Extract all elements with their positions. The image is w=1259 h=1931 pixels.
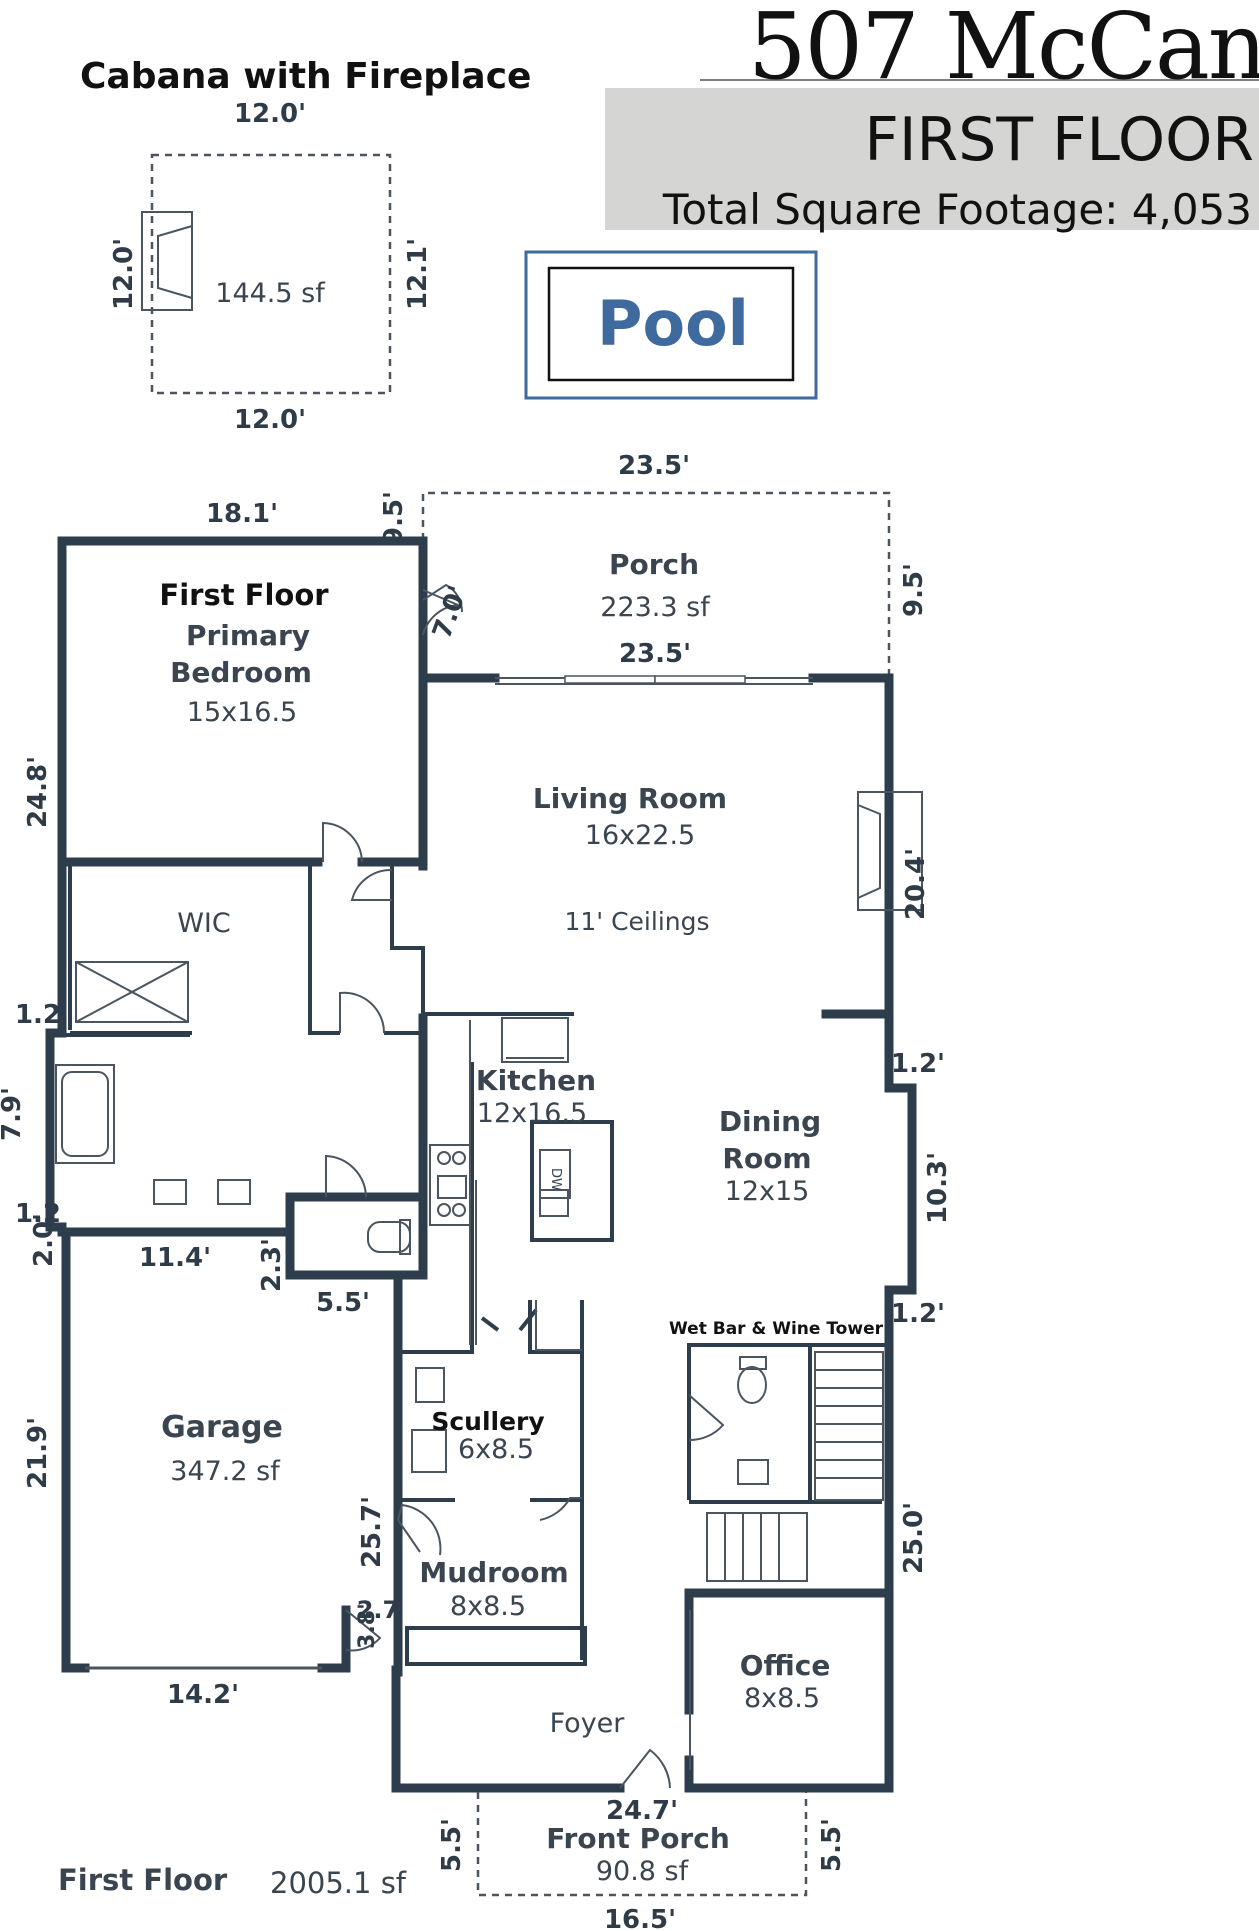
dim-bath-width: 11.4' (139, 1243, 211, 1273)
porch-dim-top: 23.5' (618, 451, 690, 481)
foyer-name: Foyer (550, 1708, 626, 1739)
cabana-dim-top: 12.0' (234, 99, 306, 129)
fixtures (55, 791, 923, 1666)
dining-room-size: 12x15 (725, 1176, 810, 1207)
front-porch-outline (476, 1792, 808, 1897)
mudroom-size: 8x8.5 (450, 1591, 526, 1622)
primary-bedroom-line3: Bedroom (170, 656, 312, 689)
front-porch-area: 90.8 sf (596, 1856, 690, 1887)
porch-outline (421, 491, 891, 675)
scullery-name: Scullery (431, 1407, 544, 1436)
kitchen-size: 12x16.5 (477, 1098, 587, 1129)
mudroom-name: Mudroom (419, 1556, 568, 1589)
porch-sliding-doors (495, 675, 813, 685)
garage-area: 347.2 sf (170, 1456, 281, 1487)
dim-bath-step: 2.3' (257, 1238, 287, 1292)
footer-floor-label: First Floor (58, 1863, 228, 1897)
title-banner (605, 88, 1259, 230)
total-square-footage: Total Square Footage: 4,053 (662, 185, 1252, 234)
office-size: 8x8.5 (744, 1683, 820, 1714)
door-swings (322, 583, 725, 1789)
garage-name: Garage (161, 1410, 283, 1445)
living-room-size: 16x22.5 (585, 820, 695, 851)
dim-left-2-0: 2.0' (29, 1213, 59, 1267)
front-porch-dim-right: 5.5' (817, 1818, 847, 1872)
dim-small-2-7: 2.7 (357, 1596, 400, 1624)
cabana-dim-bottom: 12.0' (234, 405, 306, 435)
dim-bedroom-door: 7.0' (427, 582, 474, 643)
footer-area: 2005.1 sf (270, 1866, 407, 1900)
front-porch-dim-width: 24.7' (606, 1796, 678, 1826)
porch-area: 223.3 sf (600, 592, 711, 623)
wet-bar-label: Wet Bar & Wine Tower (669, 1319, 884, 1339)
dim-left-bedroom: 24.8' (23, 756, 53, 828)
cabana-dim-right: 12.1' (403, 238, 433, 310)
front-porch-name: Front Porch (546, 1822, 730, 1855)
dining-room-line1: Dining (719, 1105, 821, 1138)
dim-right-living: 20.4' (901, 848, 931, 920)
interior-walls (57, 536, 894, 1793)
dim-mudroom-side: 25.7' (357, 1496, 387, 1568)
porch-dim-inner: 23.5' (619, 639, 691, 669)
front-porch-dim-bottom: 16.5' (604, 1905, 676, 1931)
living-room-name: Living Room (533, 782, 727, 815)
cabana-fireplace-icon (141, 211, 193, 311)
cabana-outline (150, 153, 392, 395)
dim-left-1-2-a: 1.2 (15, 1000, 61, 1030)
floor-title: FIRST FLOOR (864, 105, 1254, 175)
cabana-area: 144.5 sf (215, 278, 326, 309)
dining-room-line2: Room (722, 1142, 811, 1175)
dim-garage-depth: 21.9' (23, 1417, 53, 1489)
dishwasher-label: DW (548, 1168, 563, 1191)
property-address: 507 McCants (748, 0, 1259, 100)
cabana-title: Cabana with Fireplace (80, 56, 531, 97)
pool-label: Pool (597, 287, 749, 360)
dim-bedroom-width: 18.1' (206, 499, 278, 529)
pool-graphic (524, 250, 818, 400)
dim-step-width: 5.5' (316, 1288, 370, 1318)
front-porch-dim-left: 5.5' (437, 1818, 467, 1872)
living-room-note: 11' Ceilings (564, 907, 709, 936)
dim-garage-width: 14.2' (167, 1680, 239, 1710)
dim-left-bath: 7.9' (0, 1087, 27, 1141)
scullery-size: 6x8.5 (458, 1434, 534, 1465)
dim-right-dining: 10.3' (923, 1152, 953, 1224)
exterior-walls (45, 536, 917, 1793)
office-name: Office (740, 1649, 831, 1682)
cabana-dim-left: 12.0' (109, 238, 139, 310)
wic-label: WIC (177, 908, 231, 939)
porch-name: Porch (609, 548, 699, 581)
dim-right-1-2-b: 1.2' (891, 1299, 945, 1329)
primary-bedroom-line1: First Floor (159, 578, 329, 612)
porch-dim-right: 9.5' (899, 563, 929, 617)
porch-dim-left: 9.5' (379, 491, 409, 545)
kitchen-name: Kitchen (476, 1064, 596, 1097)
primary-bedroom-size: 15x16.5 (187, 697, 297, 728)
dim-small-3-8: 3.8' (355, 1603, 380, 1649)
dim-left-1-2-b: 1.2 (15, 1199, 61, 1229)
dim-right-stairs: 25.0' (899, 1502, 929, 1574)
dim-right-1-2-a: 1.2' (891, 1049, 945, 1079)
primary-bedroom-line2: Primary (186, 619, 310, 652)
